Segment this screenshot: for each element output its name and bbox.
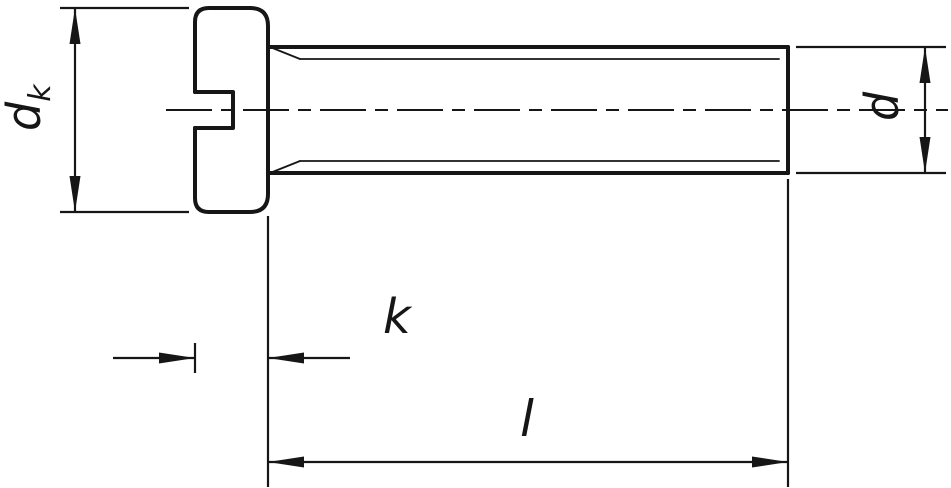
dimension-length: l — [266, 179, 790, 487]
arrowhead-up-icon — [919, 47, 931, 83]
dimension-thread-diameter: d — [796, 45, 946, 175]
arrowhead-right-icon — [752, 456, 788, 468]
dimension-head-height: k — [113, 289, 413, 373]
thread-runout-bottom — [269, 160, 301, 174]
label-thread-diameter: d — [855, 91, 909, 121]
arrowhead-down-icon — [69, 176, 81, 212]
arrowhead-down-icon — [919, 137, 931, 173]
screw-head-outline — [193, 6, 270, 214]
dimension-head-diameter: dk — [0, 6, 189, 214]
thread-root-lines — [269, 46, 780, 174]
thread-runout-top — [269, 46, 301, 60]
arrowhead-left-icon — [268, 456, 304, 468]
arrowhead-right-icon — [159, 352, 195, 364]
label-head-diameter: dk — [0, 83, 58, 131]
arrowhead-left-icon — [268, 352, 304, 364]
label-head-height: k — [383, 289, 413, 345]
arrowhead-up-icon — [69, 8, 81, 44]
screw-body — [193, 6, 790, 214]
screwdriver-slot — [193, 90, 235, 130]
label-length: l — [520, 390, 534, 448]
